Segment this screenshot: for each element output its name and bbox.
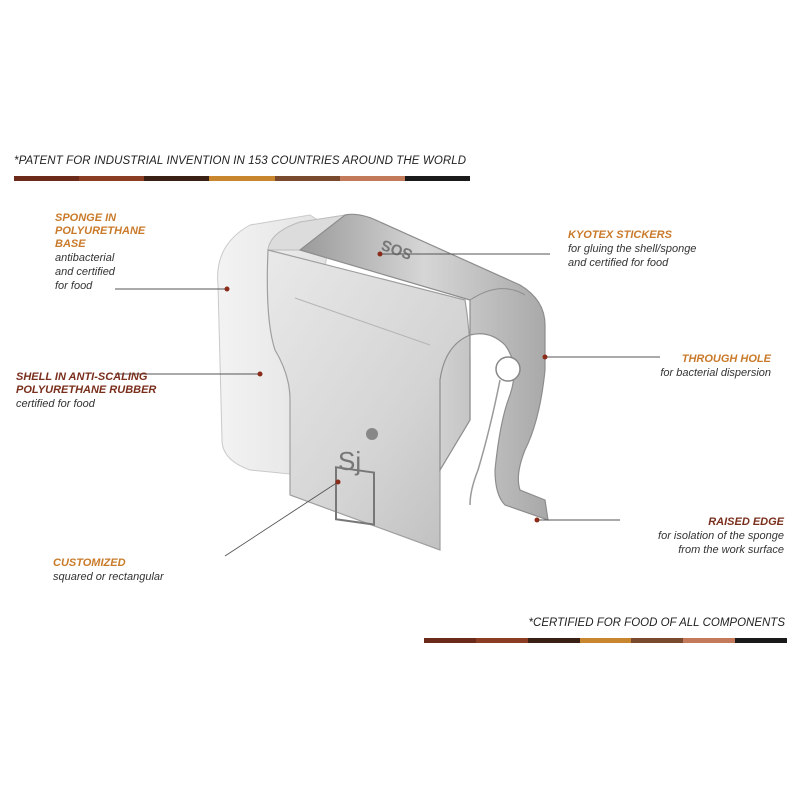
- label-sponge-title-3: BASE: [55, 238, 86, 250]
- sj-logo-text: Sj: [338, 446, 361, 476]
- leader-lines: [115, 253, 660, 557]
- label-shell-title-1: SHELL IN ANTI-SCALING: [16, 371, 148, 383]
- label-sponge-title-1: SPONGE IN: [55, 212, 117, 224]
- label-kyotex-title: KYOTEX STICKERS: [568, 229, 672, 241]
- header-stripe: [14, 176, 470, 181]
- label-raised-edge-desc-2: from the work surface: [678, 544, 784, 556]
- patent-note: *PATENT FOR INDUSTRIAL INVENTION IN 153 …: [14, 155, 467, 167]
- stripe-segment: [683, 638, 736, 643]
- label-kyotex-desc-2: and certified for food: [568, 257, 669, 269]
- label-kyotex-desc-1: for gluing the shell/sponge: [568, 243, 697, 255]
- leader-dots: [224, 251, 548, 523]
- label-raised-edge-desc-1: for isolation of the sponge: [658, 530, 784, 542]
- label-through-hole: THROUGH HOLE for bacterial dispersion: [571, 353, 771, 380]
- stripe-segment: [475, 638, 528, 643]
- footer-stripe: [424, 638, 788, 643]
- stripe-segment: [424, 638, 476, 643]
- stripe-segment: [404, 176, 470, 181]
- stripe-segment: [79, 176, 145, 181]
- label-customized-title: CUSTOMIZED: [53, 557, 126, 569]
- stripe-segment: [735, 638, 788, 643]
- stripe-segment: [631, 638, 684, 643]
- sj-logo: Sj: [335, 428, 378, 526]
- stripe-segment: [527, 638, 580, 643]
- label-sponge-desc-1: antibacterial: [55, 252, 115, 264]
- label-kyotex: KYOTEX STICKERS for gluing the shell/spo…: [568, 229, 758, 270]
- stripe-segment: [579, 638, 632, 643]
- label-sponge-title-2: POLYURETHANE: [55, 225, 146, 237]
- label-through-hole-desc: for bacterial dispersion: [660, 367, 771, 379]
- label-sponge-desc-3: for food: [55, 280, 93, 292]
- stripe-segment: [209, 176, 275, 181]
- label-sponge: SPONGE IN POLYURETHANE BASE antibacteria…: [55, 212, 195, 293]
- stripe-segment: [144, 176, 210, 181]
- shell-shape: [266, 213, 549, 551]
- label-sponge-desc-2: and certified: [55, 266, 115, 278]
- label-shell: SHELL IN ANTI-SCALING POLYURETHANE RUBBE…: [16, 371, 216, 411]
- label-through-hole-title: THROUGH HOLE: [681, 353, 771, 365]
- stripe-segment: [339, 176, 405, 181]
- label-shell-desc-1: certified for food: [16, 398, 95, 410]
- label-raised-edge-title: RAISED EDGE: [708, 516, 784, 528]
- stripe-segment: [14, 176, 80, 181]
- label-shell-title-2: POLYURETHANE RUBBER: [16, 384, 157, 396]
- certified-note: *CERTIFIED FOR FOOD OF ALL COMPONENTS: [528, 617, 785, 629]
- label-customized: CUSTOMIZED squared or rectangular: [53, 557, 233, 584]
- stripe-segment: [274, 176, 340, 181]
- label-customized-desc: squared or rectangular: [53, 571, 164, 583]
- label-raised-edge: RAISED EDGE for isolation of the sponge …: [564, 516, 784, 557]
